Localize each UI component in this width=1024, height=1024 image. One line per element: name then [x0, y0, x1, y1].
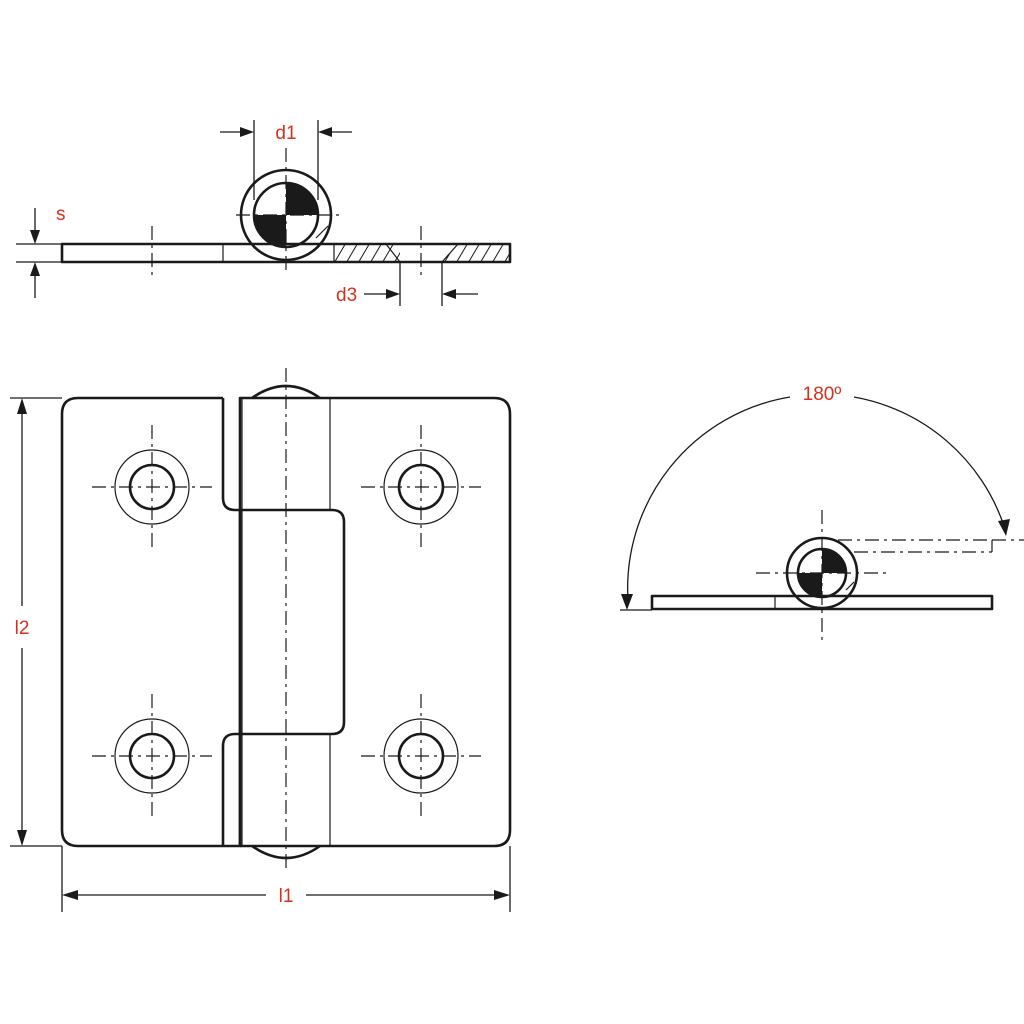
side-section-view: d1 s d3 [16, 120, 512, 306]
label-s: s [56, 204, 66, 225]
knuckle-gap-line [315, 225, 329, 239]
label-l1: l1 [279, 886, 294, 907]
leaf-right [238, 396, 512, 848]
angle-arc-right [853, 396, 1005, 527]
open-pin-quadrant-1 [822, 549, 846, 573]
pin-cap-top [251, 384, 321, 400]
opening-angle-view: 180º [620, 384, 1024, 640]
hatch-section-left [334, 244, 400, 262]
countersink-left [385, 243, 401, 263]
countersink-right [441, 243, 459, 263]
hatch-section-right [442, 244, 510, 262]
hole-top-right [361, 425, 481, 549]
open-pin-quadrant-3 [798, 573, 822, 597]
label-d1: d1 [275, 123, 296, 144]
label-angle: 180º [803, 384, 842, 405]
front-view: l2 l1 [10, 368, 512, 912]
pin-quadrant-1 [286, 183, 318, 215]
angle-arc-left [627, 396, 791, 601]
hole-bottom-right [361, 694, 481, 818]
hole-top-left [92, 425, 212, 549]
label-d3: d3 [336, 285, 357, 306]
hole-bottom-left [92, 694, 212, 818]
leaf-tongue [240, 508, 346, 736]
label-l2: l2 [15, 618, 30, 639]
pin-quadrant-3 [254, 215, 286, 247]
